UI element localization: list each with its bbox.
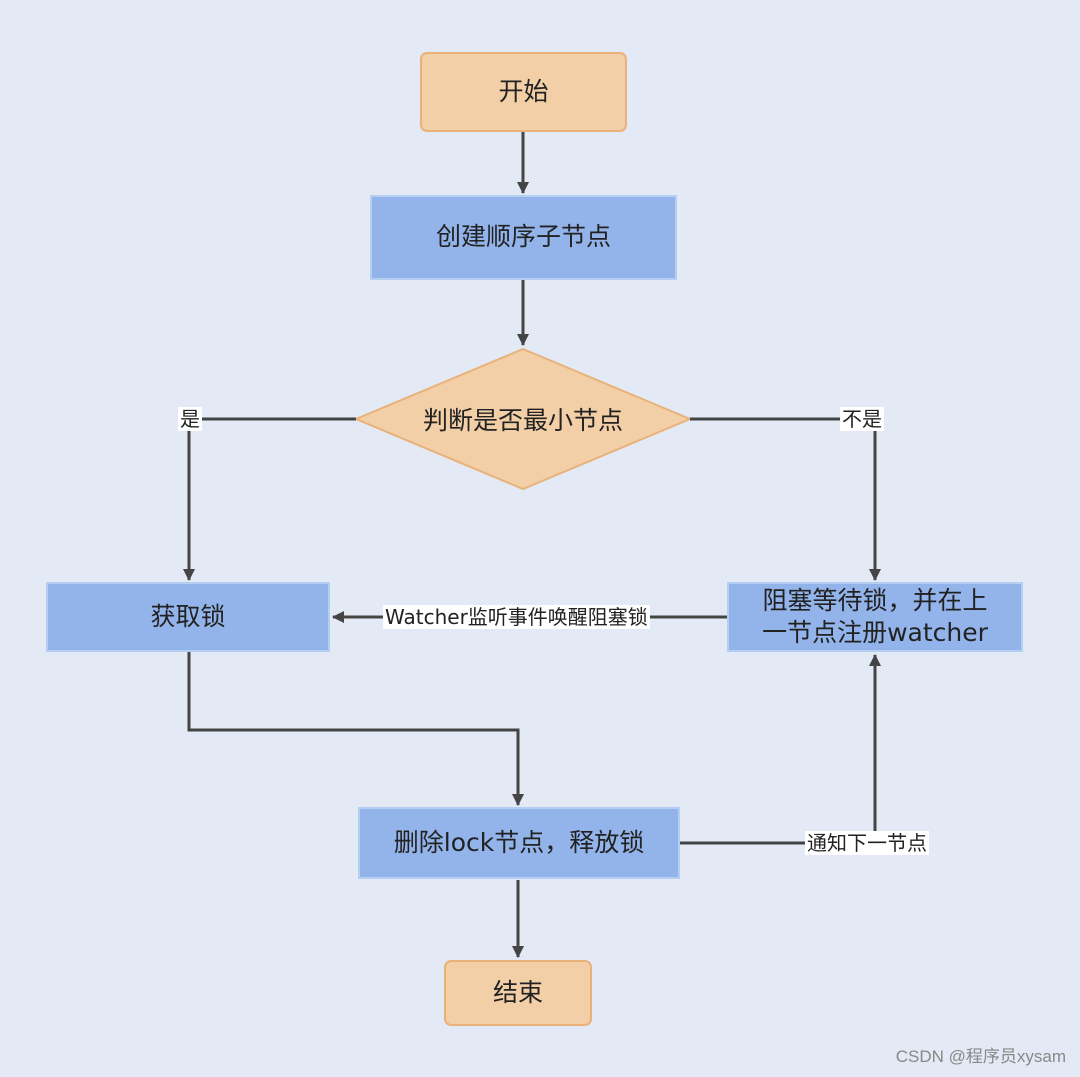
release-node: 删除lock节点，释放锁: [358, 807, 680, 879]
end-label: 结束: [492, 977, 543, 1007]
wait-label-line2: 一节点注册watcher: [762, 618, 988, 647]
edge-label-yes: 是: [178, 407, 202, 431]
acquire-node: 获取锁: [46, 582, 330, 652]
decision-label: 判断是否最小节点: [422, 406, 623, 435]
edge-yes-to-acquire: [183, 417, 356, 581]
watermark: CSDN @程序员xysam: [895, 1047, 1066, 1066]
edge-label-no: 不是: [840, 407, 884, 431]
edge-release-to-wait: [680, 654, 881, 845]
edge-label-notify: 通知下一节点: [805, 831, 929, 855]
edge-acquire-to-release: [187, 652, 524, 806]
end-node: 结束: [444, 960, 592, 1026]
release-label: 删除lock节点，释放锁: [393, 827, 645, 857]
acquire-label: 获取锁: [150, 601, 226, 631]
create-label: 创建顺序子节点: [435, 222, 611, 252]
start-label: 开始: [498, 76, 549, 106]
create-node: 创建顺序子节点: [370, 195, 677, 280]
edge-label-watcher: Watcher监听事件唤醒阻塞锁: [383, 605, 650, 629]
wait-node: 阻塞等待锁，并在上 一节点注册watcher: [727, 582, 1023, 652]
start-node: 开始: [420, 52, 627, 132]
wait-label-line1: 阻塞等待锁，并在上: [762, 585, 988, 615]
decision-diamond: [353, 347, 693, 491]
edge-no-to-wait: [690, 417, 881, 581]
